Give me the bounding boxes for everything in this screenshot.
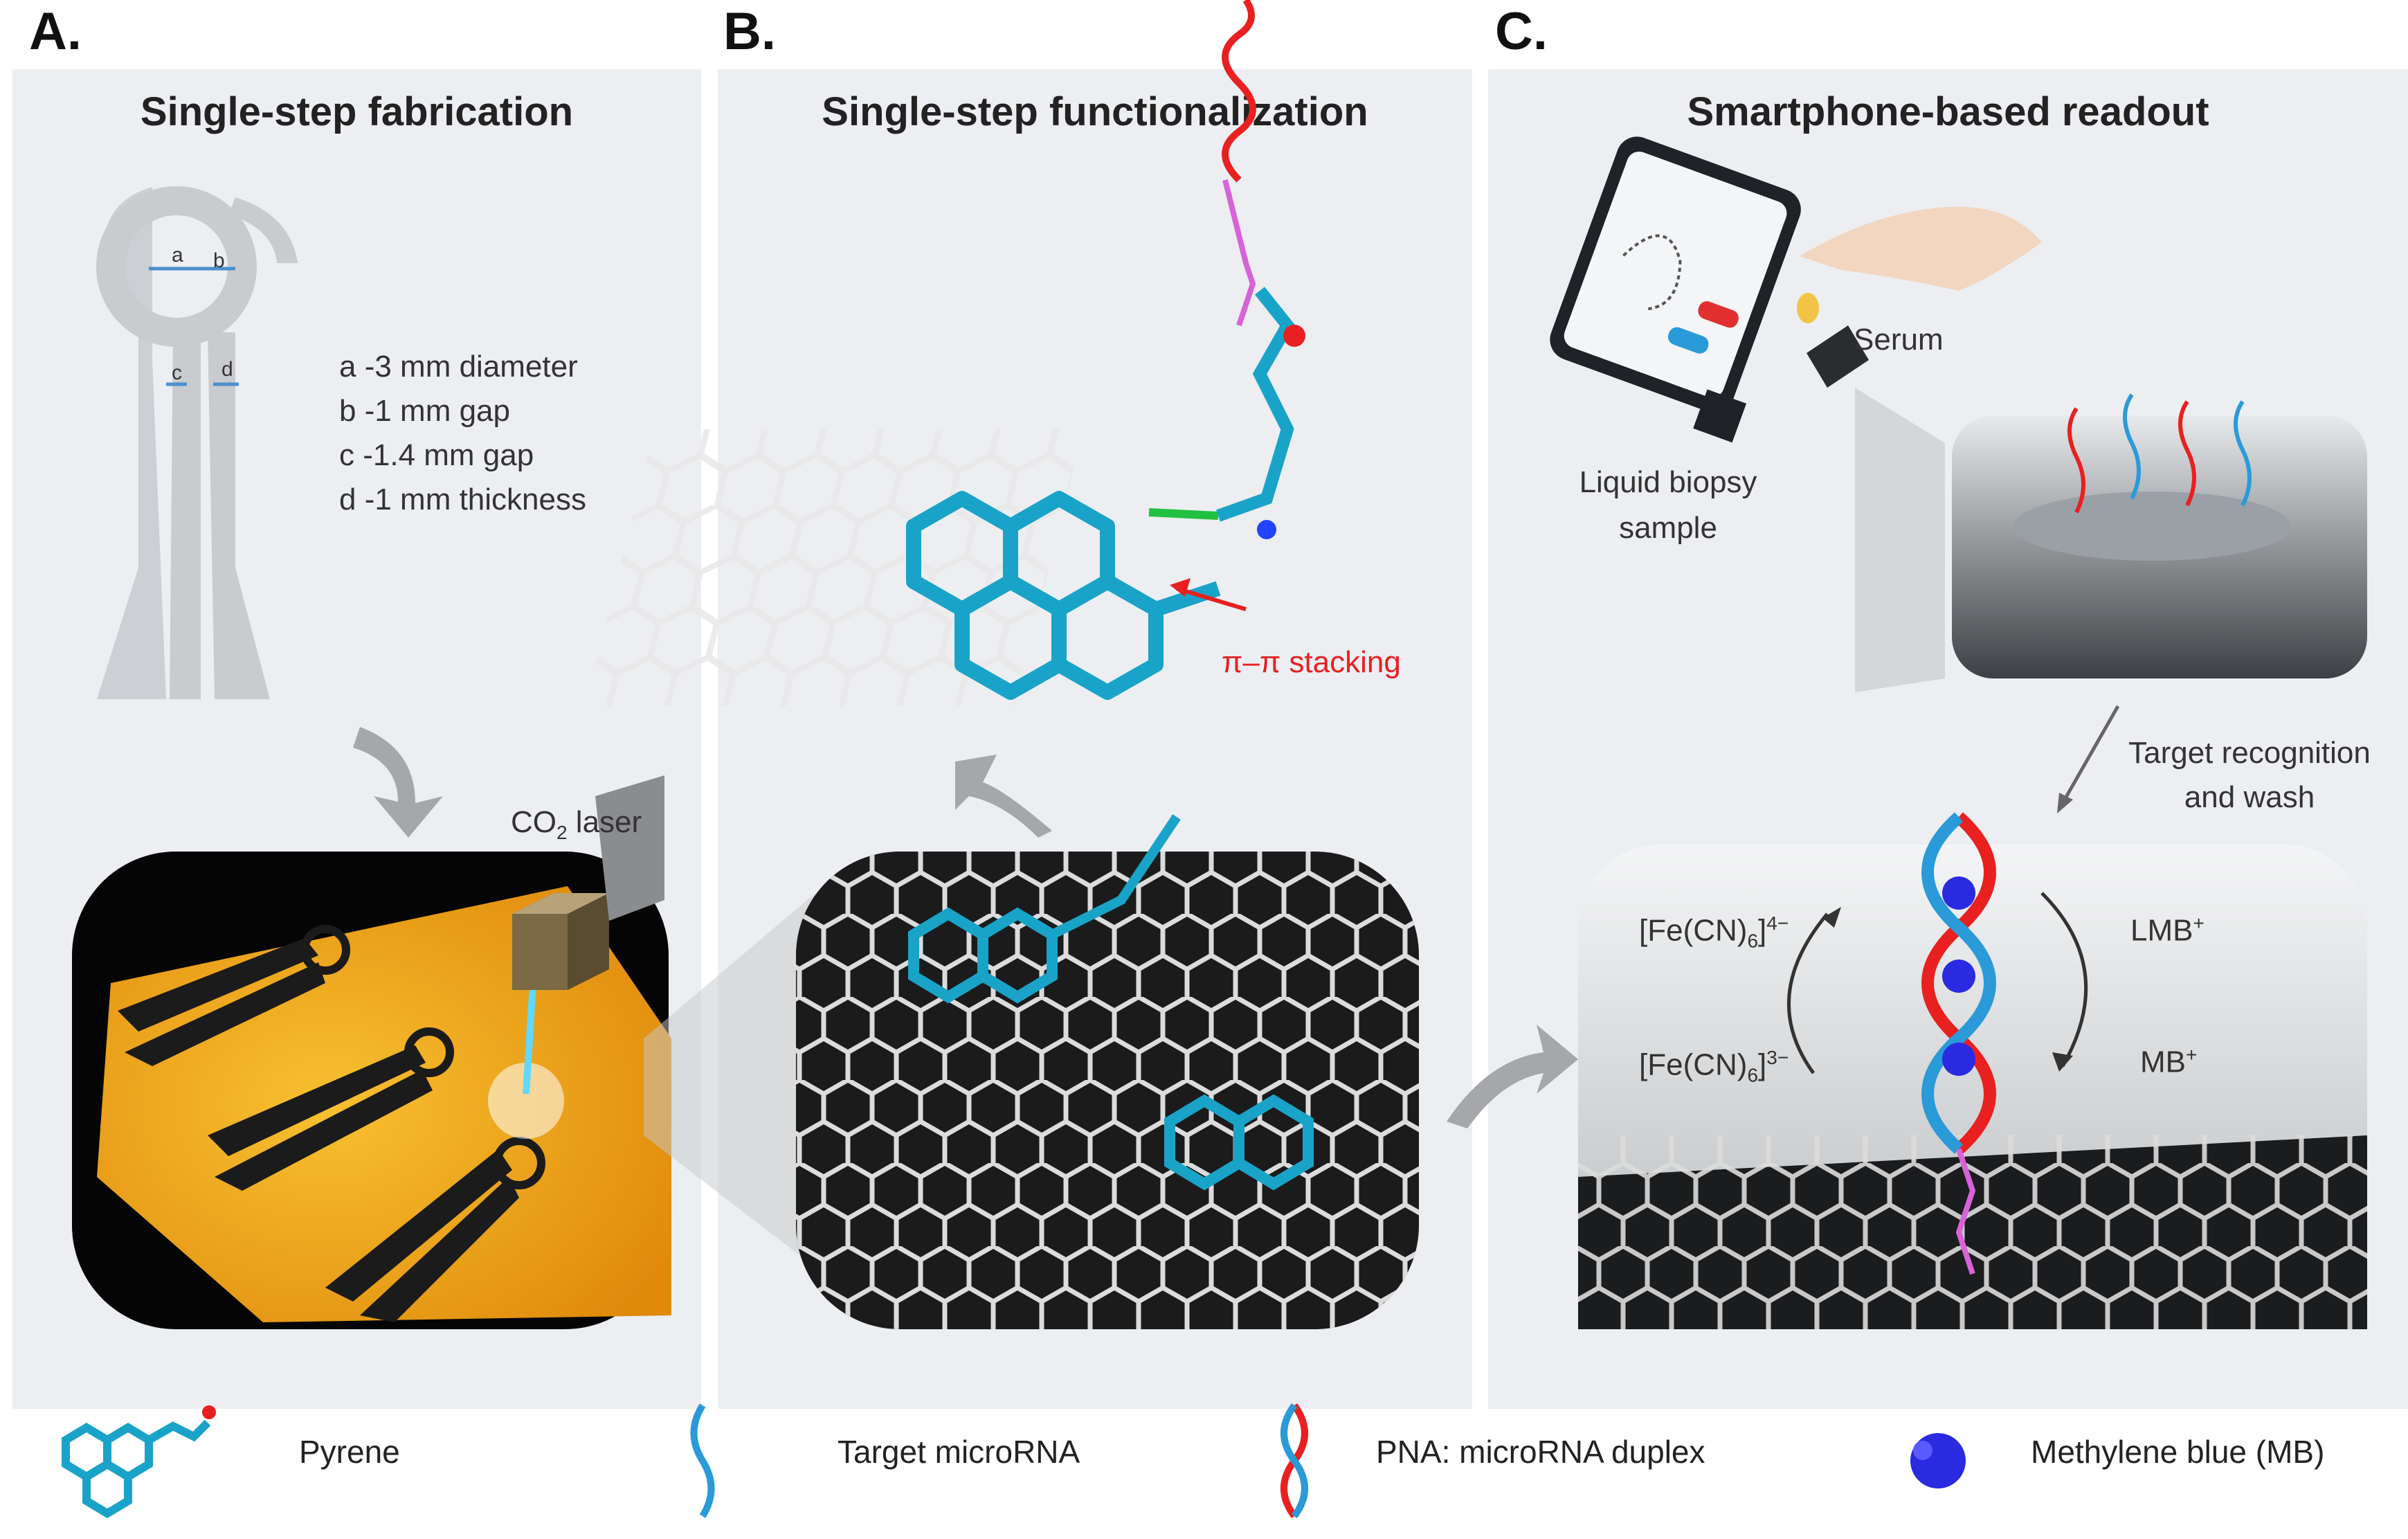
serum-drop — [1797, 293, 1819, 323]
spec-c: c -1.4 mm gap — [339, 438, 534, 472]
stacking-pointer — [1176, 586, 1247, 611]
legend-target-microrna: Target microRNA — [838, 1434, 1080, 1470]
legend-pyrene: Pyrene — [299, 1434, 400, 1470]
panel-c-title: Smartphone-based readout — [1687, 89, 2209, 134]
reaction-box — [1578, 812, 2367, 1329]
smartphone — [1550, 136, 1869, 443]
ferricyanide-label: [Fe(CN)6]3− — [1639, 1047, 1789, 1086]
panel-b-title: Single-step functionalization — [822, 89, 1368, 134]
ferrocyanide-label: [Fe(CN)6]4− — [1639, 912, 1789, 952]
recognition-arrow — [2061, 705, 2120, 804]
arrow-right — [1447, 1025, 1578, 1128]
electrode-outline — [96, 186, 298, 699]
lmb-label: LMB+ — [2130, 912, 2205, 948]
legend-methylene-blue: Methylene blue (MB) — [2031, 1434, 2325, 1470]
stacking-label: π–π stacking — [1222, 645, 1401, 679]
laser-image — [72, 775, 671, 1329]
dim-a-label: a — [172, 244, 183, 267]
target-recognition-label: Target recognition and wash — [2128, 736, 2371, 814]
dim-b-label: b — [213, 249, 225, 272]
dim-c-label: c — [172, 361, 182, 384]
dimension-marks — [149, 267, 239, 386]
graphene-image — [796, 814, 1419, 1329]
legend-icons — [62, 1403, 1966, 1518]
mb-label: MB+ — [2140, 1044, 2198, 1079]
legend-pna-duplex: PNA: microRNA duplex — [1376, 1434, 1705, 1470]
spec-d: d -1 mm thickness — [339, 483, 586, 516]
arrow-up — [955, 755, 1052, 838]
spec-b: b -1 mm gap — [339, 394, 510, 428]
liquid-biopsy-label: Liquid biopsy sample — [1579, 465, 1757, 545]
panel-a-title: Single-step fabrication — [140, 89, 574, 134]
serum-label: Serum — [1854, 323, 1944, 357]
hand — [1800, 206, 2042, 291]
dim-d-label: d — [221, 358, 233, 381]
arrow-down — [353, 727, 443, 838]
spec-a: a -3 mm diameter — [339, 350, 578, 384]
panel-a-label: A. — [29, 2, 82, 61]
laser-label: CO2 laser — [511, 805, 642, 843]
electrode-zoom — [1855, 388, 2367, 692]
panel-b-label: B. — [723, 2, 776, 61]
panel-c-label: C. — [1495, 2, 1548, 61]
graphene-top — [585, 0, 1305, 706]
